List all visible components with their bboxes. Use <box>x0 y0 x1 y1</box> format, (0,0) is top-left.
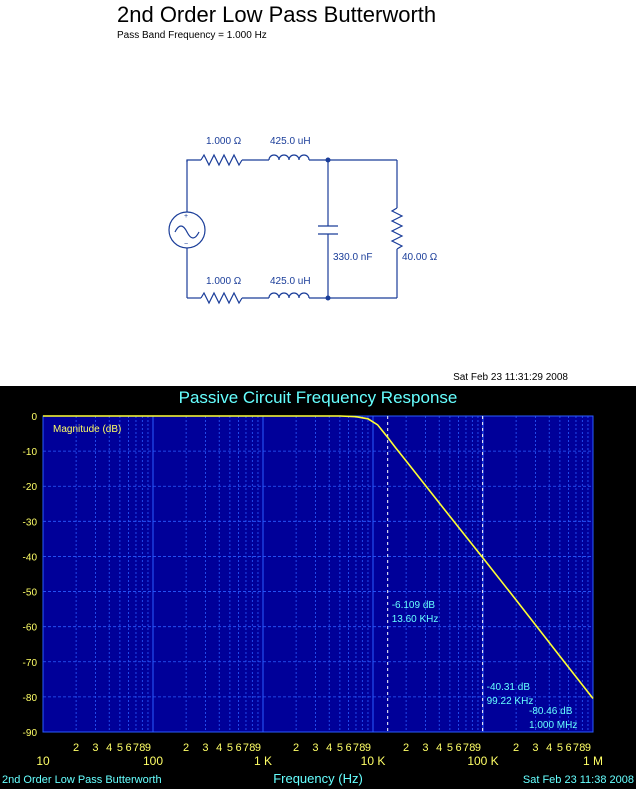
x-tick-label-minor: 4 <box>436 742 442 754</box>
x-tick-label-minor: 8 <box>249 742 255 754</box>
ac-source <box>168 211 206 249</box>
x-tick-label-minor: 4 <box>216 742 222 754</box>
magnitude-trace <box>43 415 594 699</box>
x-tick-label-major: 10 <box>36 754 50 768</box>
x-tick-label-minor: 2 <box>403 742 409 754</box>
schematic-panel: 2nd Order Low Pass Butterworth Pass Band… <box>0 0 636 386</box>
annotation-lines <box>387 416 484 732</box>
x-tick-label-minor: 3 <box>92 742 98 754</box>
x-tick-label-major: 1 M <box>583 754 603 768</box>
x-tick-label-minor: 3 <box>532 742 538 754</box>
y-tick-label: 0 <box>31 412 37 423</box>
marker-freq-label: 13.60 KHz <box>392 614 439 625</box>
y-tick-label: -80 <box>23 693 38 704</box>
y-tick-label: -40 <box>23 552 38 563</box>
l-top-label: 425.0 uH <box>270 136 311 147</box>
x-tick-label-minor: 7 <box>463 742 469 754</box>
r-load-label: 40.00 Ω <box>402 252 438 263</box>
x-tick-label-minor: 5 <box>447 742 453 754</box>
x-tick-label-minor: 8 <box>139 742 145 754</box>
x-tick-label-minor: 5 <box>557 742 563 754</box>
x-tick-label-minor: 6 <box>346 742 352 754</box>
x-tick-label-minor: 7 <box>133 742 139 754</box>
marker-freq-label: 99.22 KHz <box>487 696 534 707</box>
svg-text:−: − <box>184 241 188 248</box>
grid <box>43 416 593 732</box>
x-tick-label-minor: 5 <box>227 742 233 754</box>
x-tick-label-minor: 5 <box>337 742 343 754</box>
frequency-response-chart: 0 -10 -20 -30 -40 -50 -60 -70 -80 -90 10 100 1 K 10 … <box>2 388 634 786</box>
marker-db-label: -40.31 dB <box>487 682 531 693</box>
inductor-top <box>268 154 310 161</box>
y-tick-label: -50 <box>23 588 38 599</box>
x-tick-label-minor: 9 <box>475 742 481 754</box>
capacitor-label: 330.0 nF <box>333 252 372 263</box>
resistor-top <box>200 153 243 167</box>
x-tick-label-minor: 6 <box>456 742 462 754</box>
x-tick-label-minor: 9 <box>255 742 261 754</box>
x-tick-label-minor: 2 <box>183 742 189 754</box>
x-tick-label-minor: 2 <box>293 742 299 754</box>
x-tick-label-minor: 6 <box>236 742 242 754</box>
y-tick-label: -90 <box>23 728 38 739</box>
x-tick-label-minor: 9 <box>145 742 151 754</box>
x-tick-label-minor: 8 <box>579 742 585 754</box>
frequency-response-panel: 0 -10 -20 -30 -40 -50 -60 -70 -80 -90 10 100 1 K 10 … <box>0 386 636 789</box>
y-tick-label: -60 <box>23 623 38 634</box>
inductor-bottom <box>268 292 310 299</box>
marker-db-label: -6.109 dB <box>392 600 436 611</box>
x-tick-label-major: 100 <box>143 754 163 768</box>
x-tick-label-minor: 6 <box>126 742 132 754</box>
legend-magnitude: Magnitude (dB) <box>53 424 121 435</box>
x-tick-label-minor: 3 <box>312 742 318 754</box>
l-bottom-label: 425.0 uH <box>270 276 311 287</box>
footer-timestamp: Sat Feb 23 11:38 2008 <box>523 774 634 786</box>
resistor-bottom <box>200 291 243 305</box>
marker-db-label: -80.46 dB <box>529 706 573 717</box>
x-tick-label-minor: 9 <box>365 742 371 754</box>
x-tick-label-minor: 7 <box>243 742 249 754</box>
y-tick-label: -10 <box>23 447 38 458</box>
r-bottom-label: 1.000 Ω <box>206 276 242 287</box>
chart-title: Passive Circuit Frequency Response <box>179 388 458 407</box>
svg-text:+: + <box>184 213 188 220</box>
x-tick-label-minor: 4 <box>546 742 552 754</box>
y-tick-label: -20 <box>23 482 38 493</box>
x-tick-label-minor: 6 <box>566 742 572 754</box>
x-tick-label-minor: 4 <box>106 742 112 754</box>
x-tick-label-minor: 3 <box>202 742 208 754</box>
circuit-schematic: + − 1.000 Ω 425.0 uH 1.000 Ω 425.0 uH 33… <box>168 136 438 305</box>
x-tick-label-minor: 8 <box>359 742 365 754</box>
x-tick-label-minor: 8 <box>469 742 475 754</box>
x-tick-label-major: 10 K <box>361 754 386 768</box>
marker-freq-label: 1.000 MHz <box>529 720 577 731</box>
x-tick-label-minor: 4 <box>326 742 332 754</box>
r-top-label: 1.000 Ω <box>206 136 242 147</box>
y-tick-label: -70 <box>23 658 38 669</box>
page-subtitle: Pass Band Frequency = 1.000 Hz <box>117 30 267 41</box>
plot-area <box>42 415 594 733</box>
schematic-timestamp: Sat Feb 23 11:31:29 2008 <box>453 372 568 383</box>
page-title: 2nd Order Low Pass Butterworth <box>117 2 437 27</box>
x-tick-label-minor: 2 <box>73 742 79 754</box>
x-tick-label-minor: 3 <box>422 742 428 754</box>
x-tick-label-major: 100 K <box>467 754 498 768</box>
x-axis-label: Frequency (Hz) <box>273 771 363 786</box>
resistor-load <box>390 207 404 250</box>
annotation-labels: -6.109 dB 13.60 KHz -40.31 dB 99.22 KHz-80.… <box>392 600 578 731</box>
x-tick-label-minor: 2 <box>513 742 519 754</box>
x-tick-label-minor: 7 <box>573 742 579 754</box>
x-tick-label-minor: 9 <box>585 742 591 754</box>
footer-left-title: 2nd Order Low Pass Butterworth <box>2 774 162 786</box>
y-tick-labels: 0 -10 -20 -30 -40 -50 -60 -70 -80 -90 <box>23 412 38 739</box>
x-tick-label-minor: 7 <box>353 742 359 754</box>
y-tick-label: -30 <box>23 517 38 528</box>
x-tick-label-minor: 5 <box>117 742 123 754</box>
x-tick-label-major: 1 K <box>254 754 272 768</box>
